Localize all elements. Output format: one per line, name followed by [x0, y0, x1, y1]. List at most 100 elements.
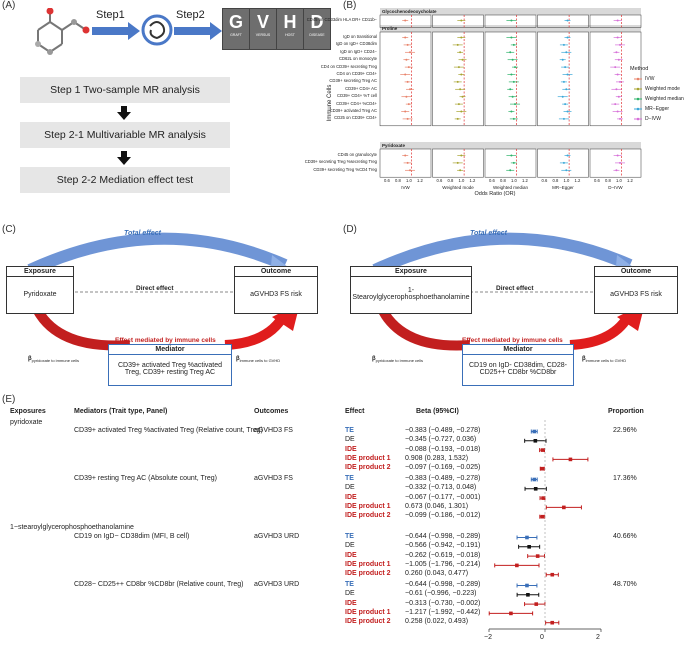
- legend-entry: Weighted median: [645, 96, 684, 102]
- legend-swatch-dot: [636, 97, 640, 101]
- tick-label: 0.6: [436, 178, 443, 183]
- point-estimate: [409, 169, 412, 172]
- facet-border: [537, 31, 589, 127]
- row-label: CD39+ activated Treg AC: [329, 108, 377, 113]
- point-estimate: [459, 169, 462, 172]
- point-estimate: [619, 80, 622, 83]
- beta-ci: −0.383 (−0.489, −0.278): [405, 475, 481, 482]
- section-title: Glycochenodeoxycholate: [380, 8, 641, 15]
- point-estimate: [514, 103, 517, 106]
- row-label: IgD on IgD+ CD24−: [340, 48, 377, 54]
- proportion-value: 17.36%: [613, 475, 637, 482]
- beta-ci: −0.088 (−0.193, −0.018): [405, 445, 481, 453]
- point-estimate: [512, 117, 515, 120]
- effect-label: IDE product 1: [345, 608, 391, 616]
- tick-label: 0.8: [447, 178, 454, 183]
- point-estimate: [540, 448, 545, 452]
- facet-border: [537, 148, 589, 178]
- header-outcomes: Outcomes: [254, 408, 289, 415]
- tick-label: 1.0: [616, 178, 622, 183]
- point-estimate: [532, 429, 537, 434]
- point-estimate: [407, 103, 410, 106]
- point-estimate: [456, 161, 459, 164]
- effect-label: TE: [345, 427, 354, 434]
- effect-label: DE: [345, 484, 355, 492]
- point-estimate: [514, 66, 517, 69]
- row-label: CD39+ secreting Treg %secreting Treg: [304, 159, 377, 165]
- point-estimate: [532, 477, 537, 482]
- point-estimate: [526, 593, 530, 597]
- beta-right-d: βimmune cells to GVHD: [582, 356, 627, 364]
- point-estimate: [459, 51, 462, 54]
- effect-label: TE: [345, 533, 354, 540]
- point-estimate: [564, 66, 567, 69]
- effect-label: DE: [345, 590, 355, 598]
- step2-2-box: Step 2-2 Mediation effect test: [20, 167, 230, 193]
- point-estimate: [456, 80, 459, 83]
- point-estimate: [461, 58, 464, 61]
- row-label: CD39+ CD4+ %T cell: [337, 93, 377, 99]
- point-estimate: [406, 80, 409, 83]
- effect-label: IDE: [345, 599, 357, 607]
- effect-label: TE: [345, 475, 354, 482]
- beta-ci: 0.908 (0.283, 1.532): [405, 454, 469, 462]
- row-label: CD39+ secreting Treg %CD4 Treg: [313, 166, 377, 172]
- facet-border: [537, 14, 589, 28]
- beta-ci: −0.099 (−0.186, −0.012): [405, 512, 481, 520]
- point-estimate: [615, 51, 618, 54]
- point-estimate: [562, 505, 566, 510]
- exposure-name: pyridoxate: [10, 419, 43, 426]
- point-estimate: [512, 80, 515, 83]
- beta-right-c: βimmune cells to GVHD: [236, 356, 281, 364]
- point-estimate: [460, 110, 463, 113]
- point-estimate: [616, 36, 619, 39]
- legend-entry: MR−Egger: [645, 106, 670, 112]
- proportion-value: 22.96%: [613, 427, 637, 434]
- point-estimate: [460, 36, 463, 39]
- immune-cell-icon: [141, 14, 173, 46]
- outcome-name: aGVHD3 FS: [254, 427, 293, 434]
- beta-ci: −0.566 (−0.942, −0.191): [405, 542, 481, 550]
- point-estimate: [459, 88, 462, 91]
- point-estimate: [566, 154, 569, 157]
- point-estimate: [460, 19, 463, 22]
- outcome-name: aGVHD3 URD: [254, 533, 300, 540]
- legend-title: Method: [630, 66, 649, 72]
- point-estimate: [510, 154, 513, 157]
- point-estimate: [619, 43, 622, 46]
- facet-border: [379, 14, 432, 28]
- point-estimate: [619, 161, 622, 164]
- point-estimate: [405, 95, 408, 98]
- point-estimate: [509, 88, 512, 91]
- point-estimate: [565, 88, 568, 91]
- point-estimate: [550, 620, 555, 625]
- point-estimate: [562, 80, 565, 83]
- facet-border: [484, 31, 537, 127]
- point-estimate: [540, 466, 545, 471]
- mediator-name: CD39+ activated Treg %activated Treg (Re…: [74, 427, 263, 434]
- effect-label: DE: [345, 436, 355, 444]
- mediated-effect-label: Effect mediated by immune cells: [115, 337, 216, 344]
- facet-border: [379, 148, 432, 178]
- step2-label: Step2: [176, 9, 205, 21]
- point-estimate: [406, 161, 409, 164]
- tick-label: 0.6: [594, 178, 600, 183]
- header-mediators: Mediators (Trait type, Panel): [74, 408, 168, 415]
- effect-label: IDE product 2: [345, 464, 391, 472]
- point-estimate: [564, 103, 567, 106]
- effect-label: IDE: [345, 551, 357, 559]
- section-title: Proline: [380, 25, 641, 32]
- point-estimate: [615, 88, 618, 91]
- proportion-value: 48.70%: [613, 581, 637, 588]
- effect-label: DE: [345, 542, 355, 550]
- beta-ci: −0.313 (−0.730, −0.002): [405, 599, 481, 607]
- facet-border: [589, 14, 642, 28]
- point-estimate: [406, 117, 409, 120]
- beta-ci: −0.097 (−0.169, −0.025): [405, 464, 481, 472]
- beta-ci: −1.005 (−1.796, −0.214): [405, 560, 481, 568]
- point-estimate: [617, 58, 620, 61]
- legend-swatch-dot: [636, 107, 640, 111]
